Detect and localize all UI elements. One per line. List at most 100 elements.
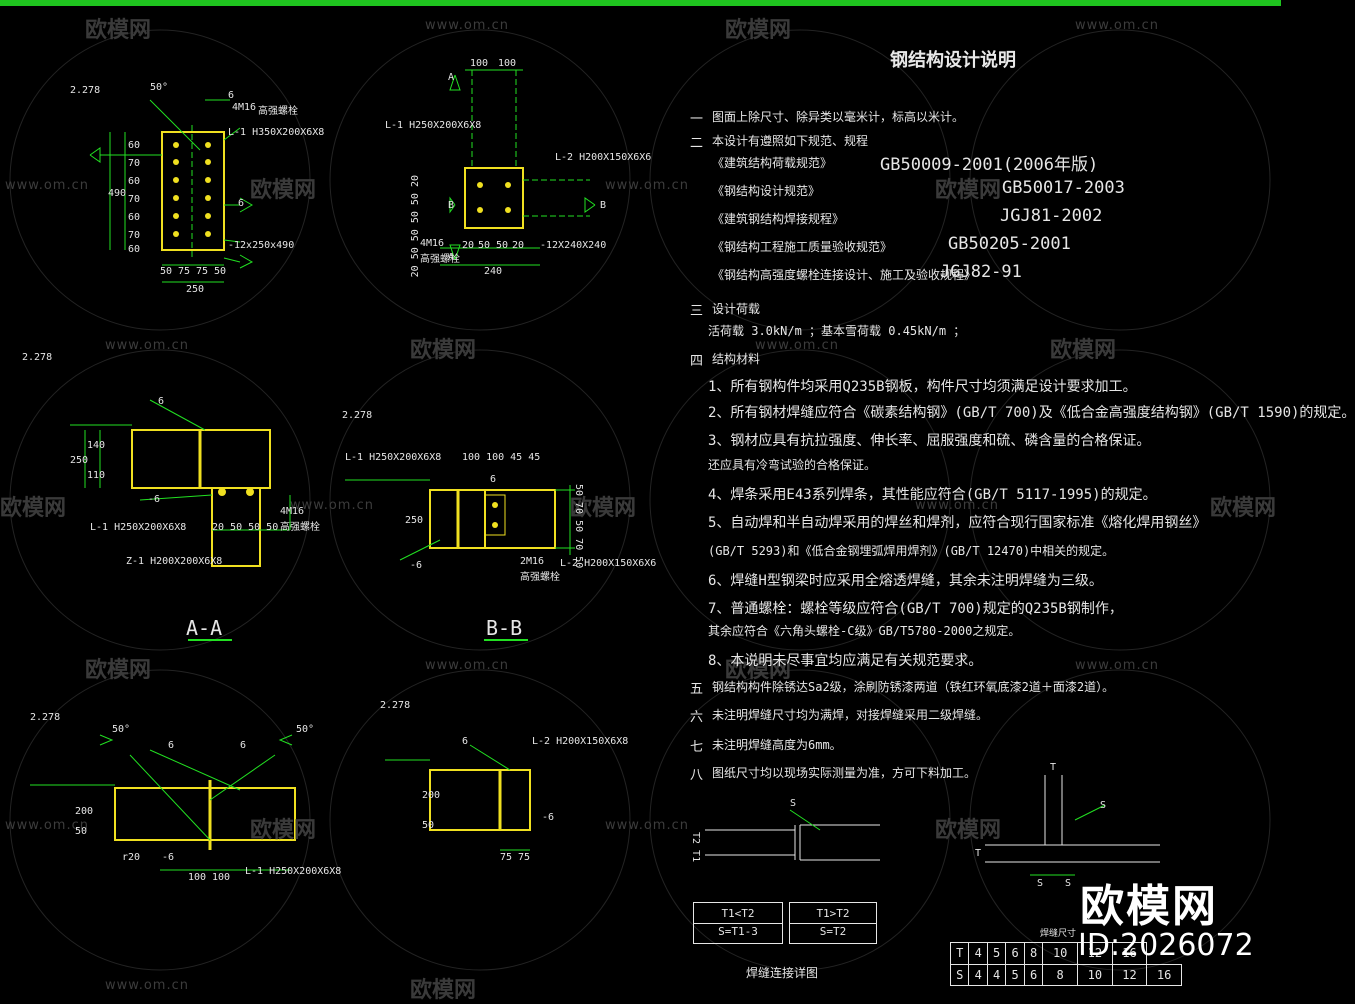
bolt-label: 4M16 [232, 102, 257, 113]
dim-v: 70 [128, 230, 141, 241]
table-title: 焊缝尺寸 [1040, 929, 1077, 939]
note-text: 8、本说明未尽事宜均应满足有关规范要求。 [708, 653, 983, 669]
thickness-labels: T2 T1 [690, 832, 701, 863]
plate-label: -12x250x490 [228, 240, 295, 251]
s-label: S [1100, 800, 1107, 811]
table-cell: 6 [1005, 942, 1025, 965]
table-cell: 10 [1042, 942, 1078, 965]
note-text: 还应具有冷弯试验的合格保证。 [708, 458, 877, 472]
watermark-logo: 欧模网 [410, 978, 477, 1003]
detail-bb-geometry [345, 479, 575, 641]
watermark-logo: 欧模网 [410, 338, 477, 363]
dim-v-total: 490 [108, 188, 127, 199]
note-text: 《建筑钢结构焊接规程》 [712, 212, 845, 226]
note-text: 1、所有钢构件均采用Q235B钢板，构件尺寸均须满足设计要求加工。 [708, 379, 1137, 395]
weld-size: 6 [158, 396, 165, 407]
note-text: 图纸尺寸均以现场实际测量为准，方可下料加工。 [712, 766, 977, 780]
watermark-url: www.om.cn [425, 18, 509, 33]
note-text: 《建筑结构荷载规范》 [712, 156, 833, 170]
note-text: 《钢结构工程施工质量验收规范》 [712, 240, 893, 254]
watermark-url: www.om.cn [425, 658, 509, 673]
weld-s-label: S [790, 798, 797, 809]
beam-label: L-1 H350X200X6X8 [228, 127, 325, 138]
bolt-note: 高强螺栓 [258, 106, 298, 117]
bolt-dims: 20 50 50 50 [212, 522, 279, 533]
watermark-logo: 欧模网 [1210, 496, 1277, 521]
dim-top: 100 [498, 58, 517, 69]
watermark-logo: 欧模网 [250, 178, 317, 203]
beam-label: L-1 H250X200X6X8 [245, 866, 342, 877]
watermark-url: www.om.cn [105, 978, 189, 993]
butt-weld-geometry [705, 809, 880, 861]
dim-h-total: 240 [484, 266, 503, 277]
section-mark-b: B [448, 200, 455, 211]
watermark-circles [9, 29, 1271, 971]
elevation-label: 2.278 [22, 352, 53, 363]
dim-v-total: 250 [70, 455, 89, 466]
elevation-label: 2.278 [380, 700, 411, 711]
watermark-url: www.om.cn [915, 498, 999, 513]
note-text: 5、自动焊和半自动焊采用的焊丝和焊剂，应符合现行国家标准《熔化焊用钢丝》 [708, 515, 1207, 531]
note-text: 其余应符合《六角头螺栓-C级》GB/T5780-2000之规定。 [708, 624, 1021, 638]
dim-h: 100 [212, 872, 231, 883]
dim-h: 100 [188, 872, 207, 883]
note-text: (GB/T 5293)和《低合金钢埋弧焊用焊剂》(GB/T 12470)中相关的… [708, 544, 1115, 558]
watermark-logo: 欧模网 [570, 496, 637, 521]
standard-code: GB50009-2001(2006年版) [880, 155, 1099, 175]
standard-code: GB50205-2001 [948, 234, 1071, 254]
bolt-note: 高强螺栓 [520, 572, 560, 583]
rule-result: S=T1-3 [718, 925, 758, 938]
bolt-label: 2M16 [520, 556, 545, 567]
table-cell: 10 [1077, 963, 1113, 986]
note-text: 钢结构构件除锈达Sa2级，涂刷防锈漆两道（铁红环氧底漆2道＋面漆2道）。 [712, 680, 1115, 694]
watermark-url: www.om.cn [1075, 658, 1159, 673]
drawing-canvas [9, 29, 1271, 971]
weld-size: -6 [162, 852, 175, 863]
dim-v: 60 [128, 140, 141, 151]
note-text: 未注明焊缝高度为6mm。 [712, 738, 842, 752]
watermark-url: www.om.cn [290, 498, 374, 513]
note-number: 七 [690, 740, 704, 755]
dim-v: 110 [87, 470, 106, 481]
dim-v: 60 [128, 212, 141, 223]
weld-angle: 50° [150, 82, 169, 93]
watermark-logo: 欧模网 [935, 818, 1002, 843]
table-cell: 4 [968, 942, 988, 965]
bolt-label: 4M16 [420, 238, 445, 249]
detail-2-geometry [440, 69, 596, 266]
elevation-label: 2.278 [70, 85, 101, 96]
beam-label: L-2 H200X150X6X6 [560, 558, 657, 569]
table-cell: T [949, 942, 970, 965]
beam-label: L-1 H250X200X6X8 [385, 120, 482, 131]
t-label: T [1050, 762, 1057, 773]
note-text: 2、所有钢材焊缝应符合《碳素结构钢》(GB/T 700)及《低合金高强度结构钢》… [708, 405, 1355, 421]
standard-code: JGJ81-2002 [1000, 206, 1103, 226]
watermark-logo: 欧模网 [85, 18, 152, 43]
note-text: 结构材料 [712, 352, 761, 366]
note-text: 6、焊缝H型钢梁时应采用全熔透焊缝，其余未注明焊缝为三级。 [708, 573, 1103, 589]
column-label: Z-1 H200X200X6X8 [126, 556, 223, 567]
beam-label: L-1 H250X200X6X8 [345, 452, 442, 463]
watermark-url: www.om.cn [5, 178, 89, 193]
table-cell: 16 [1146, 963, 1182, 986]
t-joint-geometry [985, 775, 1160, 876]
beam-label: L-2 H200X150X6X6 [555, 152, 652, 163]
detail-6-geometry [385, 744, 531, 851]
dim-h: 75 [518, 852, 531, 863]
elevation-label: 2.278 [342, 410, 373, 421]
watermark-url: www.om.cn [1075, 18, 1159, 33]
beam-label: L-2 H200X150X6X8 [532, 736, 629, 747]
elevation-label: 2.278 [30, 712, 61, 723]
watermark-url: www.om.cn [605, 818, 689, 833]
standard-code: GB50017-2003 [1002, 178, 1125, 198]
bolt-note: 高强螺栓 [280, 522, 320, 533]
watermark-logo: 欧模网 [725, 18, 792, 43]
dim-h: 75 [196, 266, 209, 277]
section-title-bb: B-B [486, 616, 523, 640]
dim-v: 70 [128, 194, 141, 205]
weld-angle: 50° [112, 724, 131, 735]
weld-size: -6 [542, 812, 555, 823]
dim-v: 70 [128, 158, 141, 169]
